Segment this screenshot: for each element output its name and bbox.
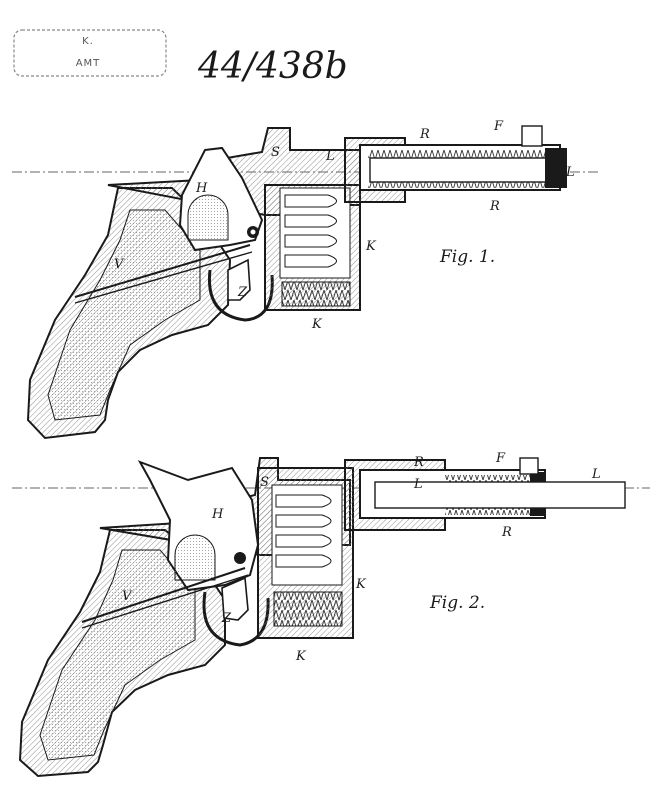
fig1-caption: Fig. 1. bbox=[439, 247, 495, 267]
fig1-label-F: F bbox=[493, 119, 504, 134]
fig2-caption: Fig. 2. bbox=[429, 593, 485, 613]
fig2-label-L-muzzle: L bbox=[591, 467, 601, 482]
fig1-label-S: S bbox=[271, 145, 280, 160]
fig2-label-S: S bbox=[260, 475, 269, 490]
fig2-label-H: H bbox=[211, 507, 224, 522]
figure-2: H S L R F L R K K V Z Fig. 2. bbox=[12, 451, 650, 776]
stamp-line-2: AMT bbox=[76, 58, 101, 69]
fig1-barrel bbox=[370, 158, 560, 182]
fig2-label-F: F bbox=[495, 451, 506, 466]
fig1-label-Z: Z bbox=[237, 285, 248, 300]
fig2-barrel bbox=[375, 482, 625, 508]
fig1-label-L-muzzle: L bbox=[565, 165, 575, 180]
fig1-label-V: V bbox=[114, 257, 125, 272]
fig2-label-R-bottom: R bbox=[501, 525, 512, 540]
fig1-label-R-bottom: R bbox=[489, 199, 500, 214]
fig2-label-R-top: R bbox=[413, 455, 424, 470]
figure-1: H S L R F L R K K V Z Fig. 1. bbox=[12, 119, 600, 438]
fig1-label-K-mid: K bbox=[365, 239, 377, 254]
fig2-label-Z: Z bbox=[221, 611, 232, 626]
office-stamp: K. AMT bbox=[14, 30, 166, 76]
fig1-label-L-inner: L bbox=[325, 149, 335, 164]
fig2-label-L-inner: L bbox=[413, 477, 423, 492]
stamp-line-1: K. bbox=[82, 36, 94, 47]
fig2-label-K-bottom: K bbox=[295, 649, 307, 664]
document-number: 44/438b bbox=[197, 46, 348, 87]
fig1-label-K-bottom: K bbox=[311, 317, 323, 332]
fig1-label-H: H bbox=[195, 181, 208, 196]
fig1-label-R-top: R bbox=[419, 127, 430, 142]
fig2-label-V: V bbox=[122, 589, 133, 604]
fig2-label-K-mid: K bbox=[355, 577, 367, 592]
